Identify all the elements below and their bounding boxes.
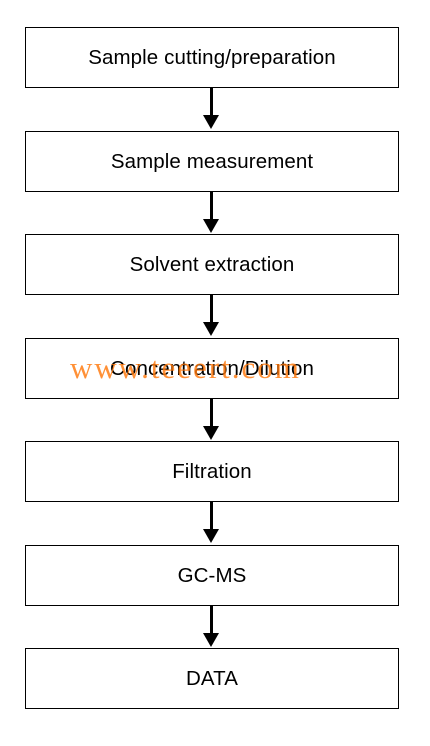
step-sample-cutting-preparation: Sample cutting/preparation — [25, 27, 399, 88]
step-gc-ms: GC-MS — [25, 545, 399, 606]
step-label: GC-MS — [177, 563, 247, 587]
step-concentration-dilution: Concentration/Dilution — [25, 338, 399, 399]
step-label: DATA — [185, 666, 239, 690]
step-sample-measurement: Sample measurement — [25, 131, 399, 192]
step-filtration: Filtration — [25, 441, 399, 502]
step-data: DATA — [25, 648, 399, 709]
step-solvent-extraction: Solvent extraction — [25, 234, 399, 295]
step-label: Solvent extraction — [129, 252, 295, 276]
step-label: Sample measurement — [110, 149, 314, 173]
step-label: Filtration — [172, 459, 252, 483]
step-label: Sample cutting/preparation — [88, 45, 336, 69]
step-label: Concentration/Dilution — [110, 356, 314, 380]
